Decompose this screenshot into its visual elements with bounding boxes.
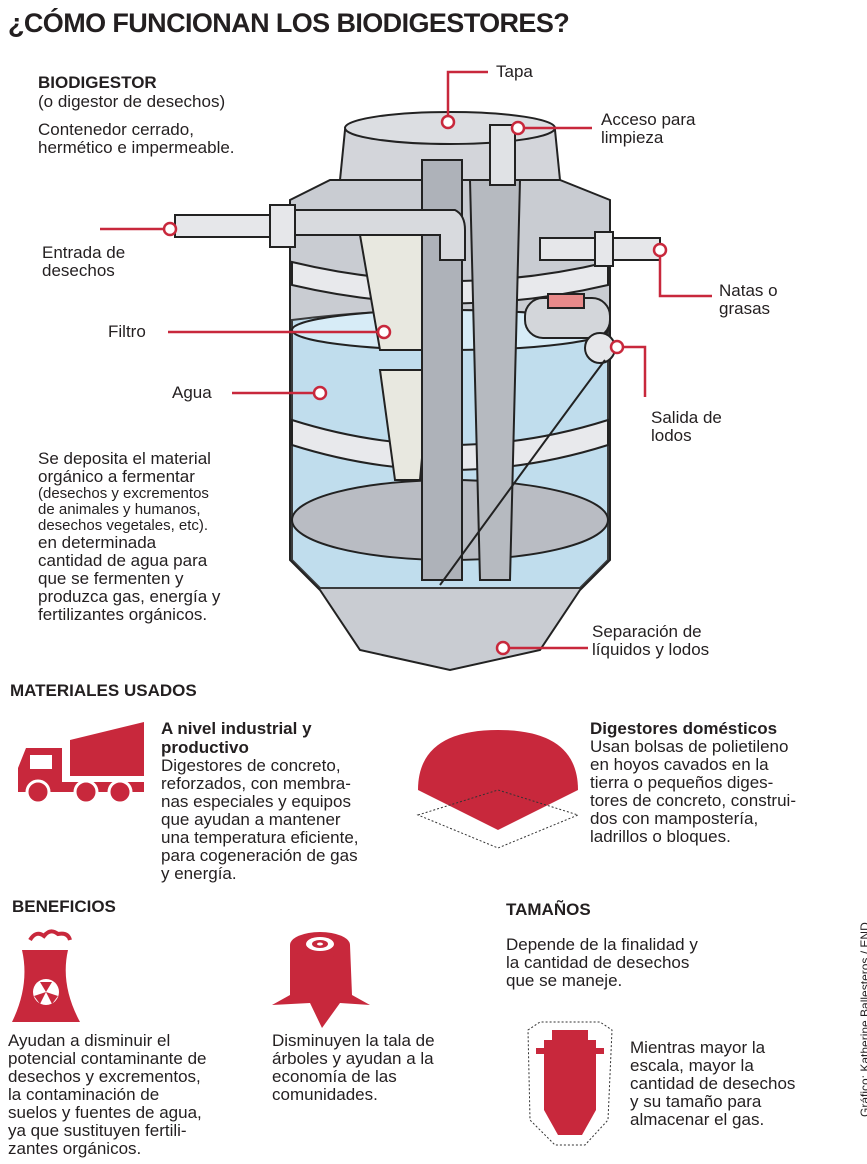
text-line: una temperatura eficiente, <box>161 828 359 847</box>
text-line: (desechos y excrementos <box>38 485 209 502</box>
text-line: Disminuyen la tala de <box>272 1031 435 1050</box>
small-tank-icon <box>527 1021 613 1146</box>
text-line: la contaminación de <box>8 1085 160 1104</box>
text-line: grasas <box>719 299 771 318</box>
text-line: tierra o pequeños diges- <box>590 773 774 792</box>
domestic-digester-icon <box>416 730 580 849</box>
tree-stump-icon <box>272 932 370 1028</box>
text-line: fertilizantes orgánicos. <box>38 605 208 624</box>
text-line: y su tamaño para <box>630 1092 762 1111</box>
text-line: Natas o <box>719 281 778 300</box>
credit: Gráfico: Katherine Ballesteros / END <box>858 922 867 1117</box>
label-filtro: Filtro <box>108 322 146 341</box>
text-line: Depende de la finalidad y <box>506 935 698 954</box>
text-line: comunidades. <box>272 1085 378 1104</box>
process-description: Se deposita el material orgánico a ferme… <box>38 450 220 624</box>
biodigestor-subheading: (o digestor de desechos) <box>38 92 226 111</box>
text-line: nas especiales y equipos <box>161 792 351 811</box>
text-line: líquidos y lodos <box>592 640 710 659</box>
tank <box>174 111 661 672</box>
text-line: en determinada <box>38 533 157 552</box>
leader-lines <box>100 70 712 656</box>
beneficios-heading: BENEFICIOS <box>12 897 116 916</box>
label-agua: Agua <box>172 383 212 402</box>
domestic-title: Digestores domésticos <box>590 719 778 738</box>
industrial-title: productivo <box>161 738 249 757</box>
text-line: Salida de <box>651 408 722 427</box>
text-line: la cantidad de desechos <box>506 953 690 972</box>
text-line: escala, mayor la <box>630 1056 754 1075</box>
text-line: y energía. <box>161 864 237 883</box>
domestic-block: Digestores domésticos Usan bolsas de pol… <box>590 719 796 846</box>
biodigestor-description: Contenedor cerrado, hermético e impermea… <box>38 121 235 157</box>
text-line: cantidad de agua para <box>38 551 208 570</box>
text-line: de animales y humanos, <box>38 501 201 518</box>
text-line: Contenedor cerrado, <box>38 120 194 139</box>
tamanos-heading: TAMAÑOS <box>506 900 591 919</box>
materiales-heading: MATERIALES USADOS <box>10 681 197 700</box>
text-line: tores de concreto, construi- <box>590 791 796 810</box>
text-line: zantes orgánicos. <box>8 1139 142 1158</box>
text-line: para cogeneración de gas <box>161 846 358 865</box>
text-line: Separación de <box>592 622 702 641</box>
industrial-title: A nivel industrial y <box>161 719 312 738</box>
text-line: orgánico a fermentar <box>38 467 195 486</box>
text-line: reforzados, con membra- <box>161 774 351 793</box>
power-plant-icon <box>12 929 80 1022</box>
truck-icon <box>18 722 144 805</box>
beneficio-2: Disminuyen la tala de árboles y ayudan a… <box>272 1032 435 1104</box>
text-line: Usan bolsas de polietileno <box>590 737 789 756</box>
text-line: economía de las <box>272 1067 397 1086</box>
text-line: limpieza <box>601 128 664 147</box>
tamanos-detail: Mientras mayor la escala, mayor la canti… <box>630 1039 795 1129</box>
text-line: Mientras mayor la <box>630 1038 766 1057</box>
text-line: Acceso para <box>601 110 696 129</box>
beneficio-1: Ayudan a disminuir el potencial contamin… <box>8 1032 206 1158</box>
text-line: ladrillos o bloques. <box>590 827 731 846</box>
text-line: que se maneje. <box>506 971 623 990</box>
text-line: desechos y excrementos, <box>8 1067 201 1086</box>
text-line: produzca gas, energía y <box>38 587 221 606</box>
text-line: en hoyos cavados en la <box>590 755 769 774</box>
biodigestor-heading: BIODIGESTOR <box>38 73 157 92</box>
text-line: desechos vegetales, etc). <box>38 517 209 534</box>
industrial-block: A nivel industrial y productivo Digestor… <box>161 719 359 883</box>
text-line: Se deposita el material <box>38 449 211 468</box>
text-line: dos con mampostería, <box>590 809 759 828</box>
text-line: ya que sustituyen fertili- <box>8 1121 187 1140</box>
text-line: que ayudan a mantener <box>161 810 341 829</box>
text-line: que se fermenten y <box>38 569 184 588</box>
text-line: suelos y fuentes de agua, <box>8 1103 202 1122</box>
text-line: hermético e impermeable. <box>38 138 235 157</box>
text-line: Entrada de <box>42 243 126 262</box>
label-tapa: Tapa <box>496 62 533 81</box>
text-line: lodos <box>651 426 692 445</box>
text-line: árboles y ayudan a la <box>272 1049 434 1068</box>
text-line: cantidad de desechos <box>630 1074 796 1093</box>
tamanos-intro: Depende de la finalidad y la cantidad de… <box>506 936 698 990</box>
text-line: Ayudan a disminuir el <box>8 1031 171 1050</box>
page-title: ¿CÓMO FUNCIONAN LOS BIODIGESTORES? <box>8 8 570 38</box>
text-line: Digestores de concreto, <box>161 756 341 775</box>
text-line: almacenar el gas. <box>630 1110 765 1129</box>
text-line: potencial contaminante de <box>8 1049 207 1068</box>
text-line: desechos <box>42 261 115 280</box>
